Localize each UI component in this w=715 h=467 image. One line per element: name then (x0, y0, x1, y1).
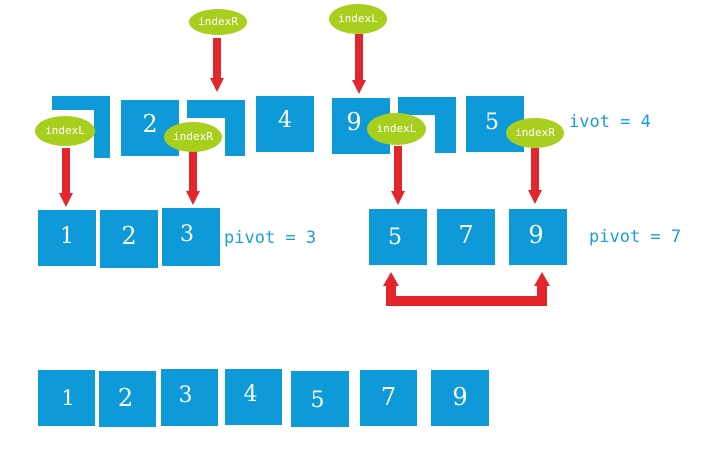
row2-left-box-1 (38, 210, 96, 266)
result-value-2: 2 (117, 384, 134, 412)
index-l-tag-left: indexL (35, 116, 95, 146)
row1-box-4 (256, 96, 314, 152)
swap-connector-left-leg (386, 284, 396, 298)
arrow-index-l-left-head (59, 193, 73, 207)
index-r-tag-left: indexR (164, 122, 222, 152)
row2-left-value-1: 1 (60, 224, 74, 249)
result-box-9 (431, 370, 489, 426)
row1-box-partial-1-stem (94, 96, 110, 158)
result-box-5 (291, 371, 349, 427)
result-value-1: 1 (61, 386, 75, 410)
result-box-7 (360, 370, 417, 426)
row1-pivot-label: ivot = 4 (569, 112, 651, 132)
swap-connector-bar (386, 296, 547, 306)
row2-left-value-2: 2 (121, 222, 137, 250)
result-box-4 (225, 369, 282, 425)
row1-value-4: 4 (278, 108, 292, 133)
arrow-index-r-right-head (528, 190, 542, 204)
result-box-1 (38, 370, 95, 426)
result-value-7: 7 (380, 383, 397, 411)
result-value-9: 9 (452, 383, 468, 411)
row2-right-value-7: 7 (458, 221, 474, 249)
row2-right-pivot-label: pivot = 7 (589, 227, 682, 247)
index-r-tag-top: indexR (189, 9, 247, 35)
result-box-2 (99, 371, 156, 427)
row2-right-value-5: 5 (388, 225, 402, 250)
result-value-5: 5 (310, 388, 325, 413)
arrow-index-r-left-shaft (189, 150, 197, 193)
row2-right-value-9: 9 (528, 221, 544, 249)
index-l-tag-right: indexL (367, 113, 426, 145)
row2-left-box-2 (100, 210, 158, 268)
arrow-index-r-left-head (186, 191, 200, 205)
arrow-index-r-top-shaft (213, 38, 221, 80)
arrow-index-l-top-head (352, 80, 366, 94)
row1-box-partial-6-stem (435, 97, 456, 153)
result-value-3: 3 (178, 383, 193, 408)
row1-value-9: 9 (346, 108, 362, 136)
arrow-index-l-right-head (391, 191, 405, 205)
arrow-index-l-top-shaft (355, 34, 363, 82)
result-box-3 (161, 369, 218, 426)
row1-box-partial-3-stem (225, 100, 245, 156)
row2-right-box-7 (437, 209, 495, 265)
row1-value-2: 2 (142, 110, 158, 138)
result-value-4: 4 (243, 382, 258, 407)
arrow-index-r-top-head (210, 78, 224, 92)
arrow-index-l-left-shaft (62, 148, 70, 195)
swap-arrow-right-head (534, 272, 550, 286)
row2-left-pivot-label: pivot = 3 (224, 228, 317, 248)
swap-connector-right-leg (537, 284, 547, 298)
arrow-index-r-right-shaft (531, 148, 539, 192)
row2-left-box-3 (162, 208, 220, 266)
row1-value-5: 5 (485, 110, 499, 135)
row2-right-box-9 (509, 209, 567, 265)
row2-left-value-3: 3 (180, 222, 194, 247)
index-l-tag-top: indexL (329, 4, 387, 34)
arrow-index-l-right-shaft (394, 146, 402, 193)
index-r-tag-right: indexR (506, 118, 564, 148)
row2-right-box-5 (369, 209, 427, 265)
swap-arrow-left-head (383, 272, 399, 286)
